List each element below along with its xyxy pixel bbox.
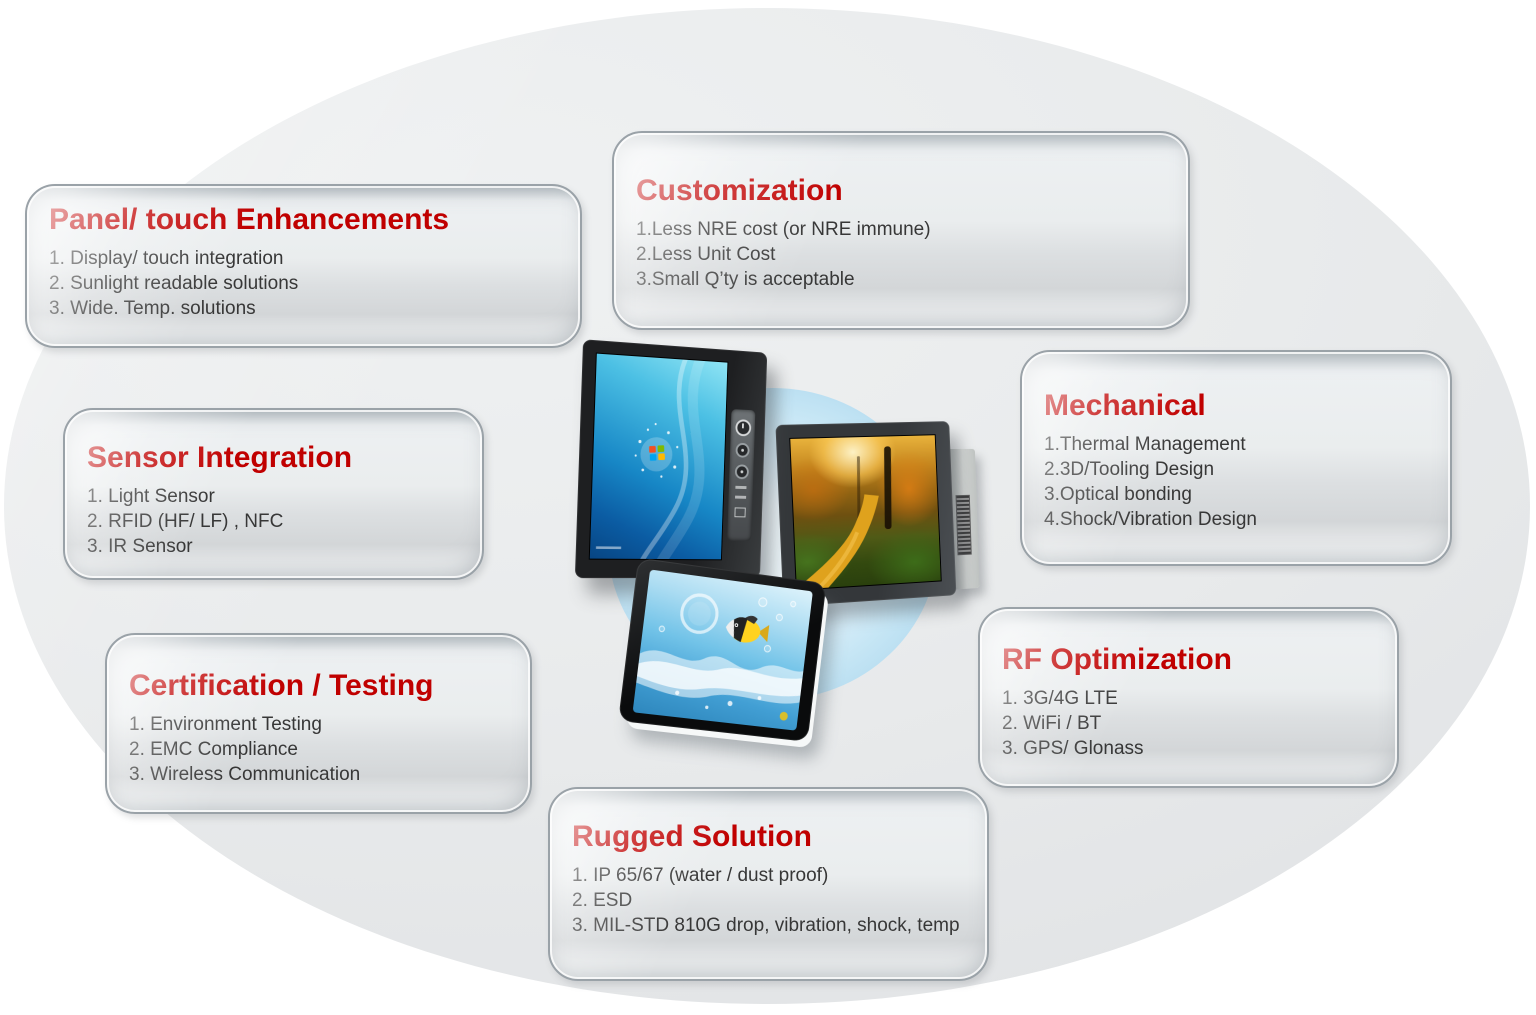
tablet-bezel	[618, 557, 827, 742]
card-title: Customization	[636, 174, 843, 207]
card-item: 1.Thermal Management	[1044, 434, 1246, 455]
card-item: 3. GPS/ Glonass	[1002, 738, 1144, 759]
card-item: 3.Optical bonding	[1044, 484, 1192, 505]
tablet-screen-water	[632, 569, 813, 731]
card-item: 2. EMC Compliance	[129, 739, 298, 760]
card-title: Rugged Solution	[572, 820, 812, 853]
card-title: Mechanical	[1044, 389, 1206, 422]
card-item: 1. Display/ touch integration	[49, 248, 284, 269]
card-item: 2. WiFi / BT	[1002, 713, 1102, 734]
card-title: Certification / Testing	[129, 669, 434, 702]
card-item: 1.Less NRE cost (or NRE immune)	[636, 219, 931, 240]
card-panel-touch-enhancements: Panel/ touch Enhancements 1. Display/ to…	[25, 184, 582, 348]
card-item: 2.3D/Tooling Design	[1044, 459, 1215, 480]
card-item: 2. Sunlight readable solutions	[49, 273, 299, 294]
menu-button-icon	[734, 442, 750, 458]
card-mechanical: Mechanical 1.Thermal Management 2.3D/Too…	[1020, 350, 1452, 566]
butterflyfish-icon	[724, 614, 770, 645]
card-rf-optimization: RF Optimization 1. 3G/4G LTE 2. WiFi / B…	[978, 607, 1399, 788]
card-item: 3. IR Sensor	[87, 536, 193, 557]
card-title: Panel/ touch Enhancements	[49, 203, 450, 236]
panel-pc-screen-autumn	[789, 434, 942, 591]
card-item: 3. Wide. Temp. solutions	[49, 298, 256, 319]
connector-pins-icon	[955, 494, 972, 556]
card-item: 2. RFID (HF/ LF) , NFC	[87, 511, 284, 532]
power-button-icon	[734, 419, 751, 437]
card-item: 1. IP 65/67 (water / dust proof)	[572, 865, 829, 886]
panel-pc-screen-blue	[588, 352, 729, 561]
panel-pc-bezel	[574, 339, 768, 579]
card-item: 3. Wireless Communication	[129, 764, 361, 785]
card-title: RF Optimization	[1002, 643, 1232, 676]
card-item: 2. ESD	[572, 890, 633, 911]
rugged-tablet-water-fish-screen-photo	[618, 557, 843, 765]
card-certification-testing: Certification / Testing 1. Environment T…	[105, 633, 532, 814]
front-control-strip	[727, 409, 756, 541]
card-customization: Customization 1.Less NRE cost (or NRE im…	[612, 131, 1190, 330]
card-item: 1. 3G/4G LTE	[1002, 688, 1118, 709]
card-item: 2.Less Unit Cost	[636, 244, 776, 265]
select-button-icon	[734, 464, 749, 480]
card-item: 1. Light Sensor	[87, 486, 215, 507]
card-item: 4.Shock/Vibration Design	[1044, 509, 1257, 530]
label-mark	[735, 495, 747, 499]
label-mark	[735, 485, 747, 490]
card-title: Sensor Integration	[87, 441, 353, 474]
card-item: 3.Small Q’ty is acceptable	[636, 269, 855, 290]
indicator-window	[734, 507, 746, 518]
card-item: 1. Environment Testing	[129, 714, 322, 735]
card-sensor-integration: Sensor Integration 1. Light Sensor 2. RF…	[63, 408, 484, 580]
card-rugged-solution: Rugged Solution 1. IP 65/67 (water / dus…	[548, 787, 989, 981]
panel-pc-blue-windows-screen-photo	[574, 339, 783, 591]
card-item: 3. MIL-STD 810G drop, vibration, shock, …	[572, 915, 960, 936]
